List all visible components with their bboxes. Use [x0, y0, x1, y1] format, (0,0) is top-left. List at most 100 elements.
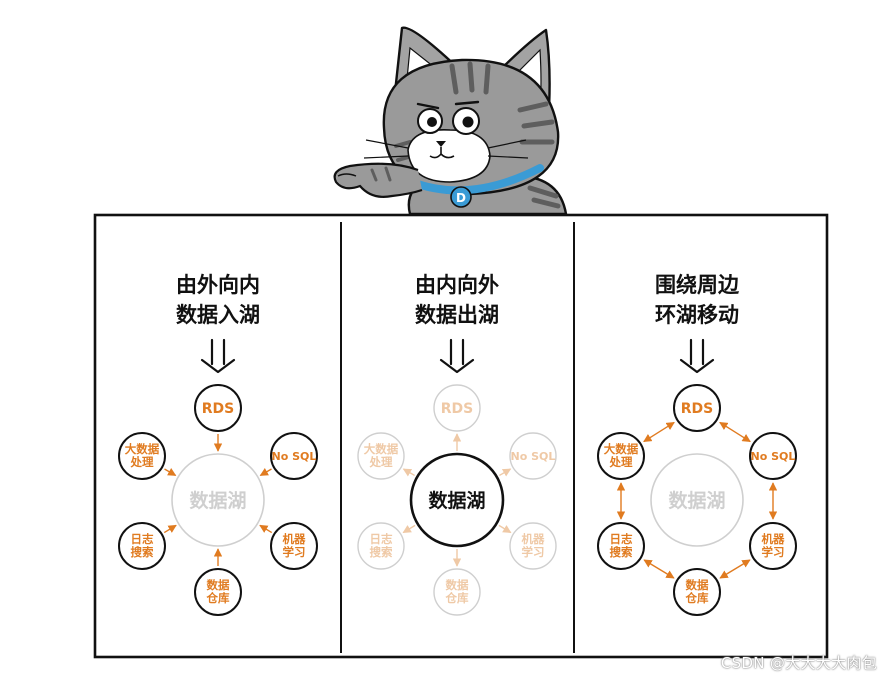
node-circle [357, 432, 405, 480]
node-label: 大数据处理 [364, 442, 399, 469]
node-label: No SQL [751, 450, 796, 463]
node-rds: RDS [194, 384, 242, 432]
flow-arrow [499, 468, 512, 477]
node-label-line: 大数据 [125, 442, 160, 456]
node-circle [270, 432, 318, 480]
node-label-line: 学习 [522, 545, 545, 559]
node-label: 日志搜索 [370, 532, 393, 559]
double-down-arrow-icon [679, 338, 715, 374]
node-bigdata: 大数据处理 [357, 432, 405, 480]
node-rds: RDS [673, 384, 721, 432]
data-lake-label: 数据湖 [428, 489, 485, 512]
node-nosql: No SQL [509, 432, 557, 480]
ring-arrow [643, 421, 675, 443]
node-circle [673, 384, 721, 432]
panel-title-line2: 环湖移动 [655, 303, 739, 327]
node-circle [118, 522, 166, 570]
node-label: 数据仓库 [685, 578, 709, 605]
node-label-line: 搜索 [610, 545, 633, 559]
node-label: 大数据处理 [125, 442, 160, 469]
node-circle [194, 568, 242, 616]
panel-title-line1: 由内向外 [415, 273, 499, 297]
node-label: 数据仓库 [206, 578, 230, 605]
cartoon-cat-icon: D [333, 26, 568, 216]
double-down-arrow-icon [200, 338, 236, 374]
node-circle [673, 568, 721, 616]
node-label: 机器学习 [522, 532, 545, 559]
node-circle [749, 432, 797, 480]
panel-title-line2: 数据入湖 [176, 303, 260, 327]
node-label-line: 日志 [610, 532, 633, 546]
node-label-line: 数据 [446, 578, 469, 592]
node-label: 日志搜索 [610, 532, 633, 559]
node-label-line: 处理 [130, 455, 154, 469]
data-lake-circle [409, 452, 505, 548]
node-search: 日志搜索 [597, 522, 645, 570]
node-label-line: 处理 [369, 455, 393, 469]
node-label-line: 大数据 [364, 442, 399, 456]
node-label-line: 处理 [609, 455, 633, 469]
node-nosql: No SQL [270, 432, 318, 480]
node-circle [194, 384, 242, 432]
node-ml: 机器学习 [509, 522, 557, 570]
node-label-line: 数据 [686, 578, 709, 592]
node-circle [749, 522, 797, 570]
node-label-line: 仓库 [685, 591, 709, 605]
node-label-line: 仓库 [445, 591, 469, 605]
double-down-arrow-icon [439, 338, 475, 374]
node-warehouse: 数据仓库 [194, 568, 242, 616]
node-label: RDS [681, 401, 713, 417]
data-lake-circle [650, 453, 744, 547]
node-nosql: No SQL [749, 432, 797, 480]
node-label: No SQL [511, 450, 556, 463]
board-frame [93, 213, 829, 659]
flow-arrow [164, 468, 177, 477]
node-search: 日志搜索 [118, 522, 166, 570]
node-label-line: 搜索 [131, 545, 154, 559]
node-label: 数据仓库 [445, 578, 469, 605]
node-rds: RDS [433, 384, 481, 432]
data-lake-label: 数据湖 [668, 489, 725, 512]
node-ml: 机器学习 [270, 522, 318, 570]
watermark-text: CSDN @大大大大肉包 [720, 654, 877, 672]
data-lake-circle [171, 453, 265, 547]
panel-title-line1: 围绕周边 [655, 273, 740, 297]
node-bigdata: 大数据处理 [597, 432, 645, 480]
flow-arrow [402, 468, 415, 477]
node-label-line: 日志 [131, 532, 154, 546]
node-label-line: 机器 [762, 532, 785, 546]
node-circle [509, 522, 557, 570]
data-lake-label: 数据湖 [189, 489, 246, 512]
node-label-line: 学习 [762, 545, 785, 559]
flow-arrow [402, 524, 416, 534]
node-circle [357, 522, 405, 570]
node-circle [433, 384, 481, 432]
flow-arrow [259, 524, 273, 534]
svg-text:D: D [456, 191, 466, 205]
node-label: 大数据处理 [604, 442, 639, 469]
ring-arrow [719, 559, 751, 579]
node-label: 机器学习 [283, 532, 306, 559]
node-search: 日志搜索 [357, 522, 405, 570]
node-circle [597, 522, 645, 570]
flow-arrow [498, 524, 512, 534]
node-circle [433, 568, 481, 616]
node-label-line: 机器 [283, 532, 306, 546]
node-circle [118, 432, 166, 480]
flow-arrow [163, 524, 177, 534]
node-label-line: 数据 [207, 578, 230, 592]
node-circle [597, 432, 645, 480]
node-label: No SQL [272, 450, 317, 463]
node-label-line: 学习 [283, 545, 306, 559]
ring-arrow [643, 559, 675, 579]
node-label: RDS [202, 401, 234, 417]
node-ml: 机器学习 [749, 522, 797, 570]
node-label-line: 日志 [370, 532, 393, 546]
node-label: 机器学习 [762, 532, 785, 559]
node-label-line: 仓库 [206, 591, 230, 605]
node-circle [509, 432, 557, 480]
